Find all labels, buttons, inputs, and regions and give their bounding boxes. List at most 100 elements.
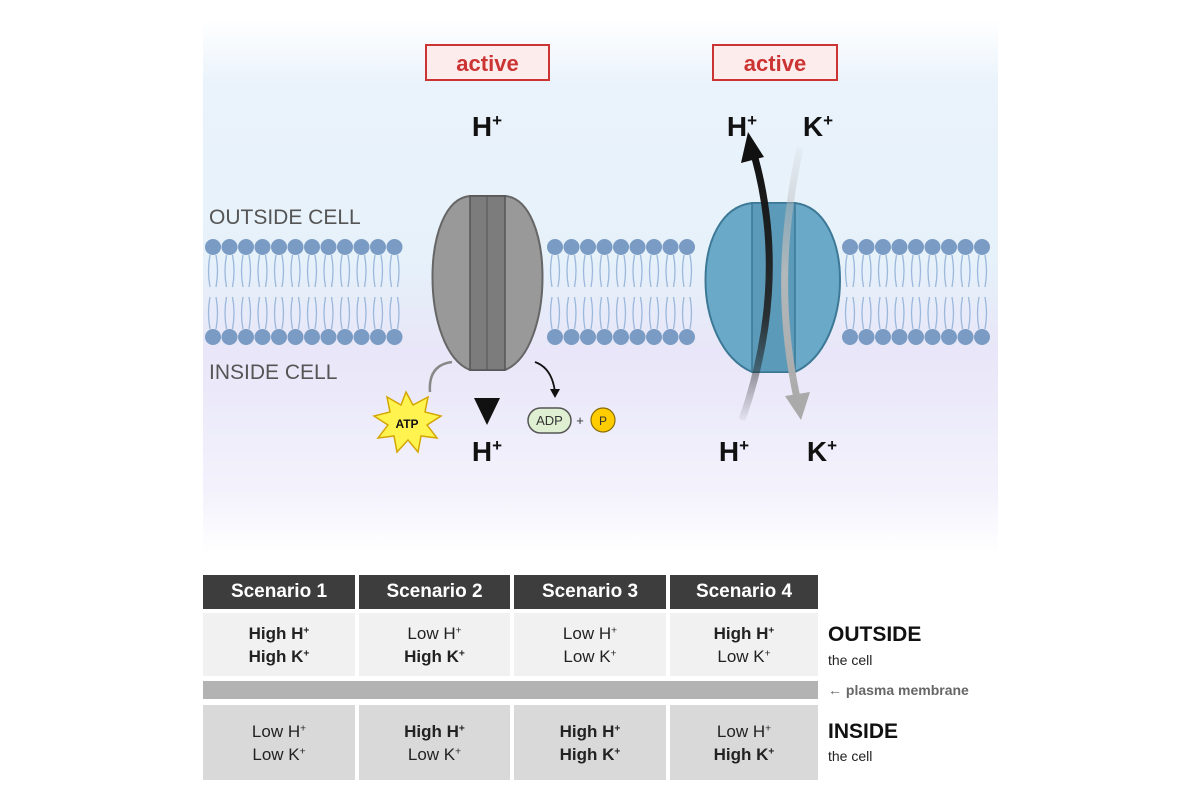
- inside-subheading: the cell: [828, 748, 873, 764]
- outside-subheading: the cell: [828, 652, 873, 668]
- lipid-head: [613, 239, 629, 255]
- lipid-tail: [656, 254, 660, 288]
- lipid-tail: [396, 254, 400, 288]
- lipid-tail: [573, 254, 577, 288]
- lipid-tail: [557, 254, 561, 288]
- inside-cell-1: Low H+ Low K+: [203, 705, 355, 780]
- lipid-tail: [648, 296, 652, 330]
- atp-burst: [372, 390, 443, 454]
- lipid-tail: [927, 254, 931, 288]
- lipid-tail: [615, 296, 619, 330]
- lipid-tail: [281, 254, 285, 288]
- lipid-tail: [910, 296, 914, 330]
- lipid-head: [875, 239, 891, 255]
- lipid-tail: [290, 296, 294, 330]
- lipid-tail: [901, 296, 905, 330]
- lipid-tail: [639, 254, 643, 288]
- lipid-tail: [240, 254, 244, 288]
- phosphate-circle: [590, 407, 616, 433]
- lipid-head: [924, 329, 941, 345]
- lipid-head: [547, 329, 563, 345]
- lipid-tail: [934, 296, 938, 330]
- lipid-head: [320, 239, 337, 255]
- lipid-tail: [689, 296, 693, 330]
- lipid-head: [858, 329, 875, 345]
- lipid-tail: [207, 296, 211, 330]
- lipid-tail: [656, 296, 660, 330]
- k-arrow-down-head: [785, 392, 810, 420]
- lipid-head: [875, 329, 891, 345]
- lipid-tail: [599, 254, 603, 288]
- lipid-head: [563, 329, 580, 345]
- lipid-tail: [967, 296, 971, 330]
- h-arrow-up-head: [741, 132, 764, 163]
- lipid-head: [287, 239, 304, 255]
- lipid-tail: [918, 254, 922, 288]
- plasma-membrane-bar: [203, 681, 818, 699]
- lipid-tail: [566, 254, 570, 288]
- lipid-head: [679, 329, 695, 345]
- h-arrow-up: [738, 157, 773, 422]
- lipid-head: [254, 329, 271, 345]
- lipid-head: [941, 329, 957, 345]
- lipid-tail: [339, 296, 343, 330]
- adp-pill: [527, 407, 572, 434]
- lipid-tail: [257, 296, 261, 330]
- lipid-tail: [984, 296, 988, 330]
- lipid-tail: [672, 254, 676, 288]
- lipid-head: [205, 329, 221, 345]
- lipid-tail: [648, 254, 652, 288]
- lipid-tail: [943, 296, 947, 330]
- lipid-head: [596, 329, 613, 345]
- lipid-tail: [363, 254, 367, 288]
- antiporter: [704, 202, 841, 373]
- lipid-tail: [389, 254, 393, 288]
- active-label-1: active: [456, 51, 518, 76]
- lipid-tail: [606, 296, 610, 330]
- lipid-tail: [314, 296, 318, 330]
- adp-curve: [534, 361, 556, 393]
- lipid-tail: [885, 296, 889, 330]
- outside-3-h: Low H+: [562, 623, 618, 643]
- lipid-head: [238, 329, 254, 345]
- lipid-tail: [943, 254, 947, 288]
- lipid-tail: [264, 254, 268, 288]
- inside-cell-label: INSIDE CELL: [209, 361, 337, 384]
- lipid-head: [646, 329, 662, 345]
- membrane-diagram: active active OUTSIDE CELL INSIDE CELL A…: [203, 20, 998, 555]
- lipid-head: [646, 239, 662, 255]
- inside-3-h: High H+: [559, 721, 621, 741]
- lipid-tail: [877, 296, 881, 330]
- k-arrow-down: [781, 147, 804, 399]
- lipid-head: [858, 239, 875, 255]
- active-box-2: [712, 44, 838, 81]
- lipid-head: [908, 239, 924, 255]
- lipid-tail: [599, 296, 603, 330]
- lipid-head: [891, 329, 908, 345]
- lipid-head: [353, 239, 370, 255]
- lipid-head: [547, 239, 563, 255]
- outside-cell-2: Low H+ High K+: [359, 613, 510, 676]
- lipid-tail: [372, 254, 376, 288]
- lipid-tail: [306, 254, 310, 288]
- lipid-tail: [347, 254, 351, 288]
- lipid-tail: [281, 296, 285, 330]
- lipid-tail: [273, 296, 277, 330]
- lipid-tail: [231, 296, 235, 330]
- pump-h-bottom: H+: [472, 436, 502, 467]
- inside-4-h: Low H+: [716, 721, 772, 741]
- lipid-tail: [347, 296, 351, 330]
- adp-plus: +: [576, 413, 584, 428]
- lipid-tail: [934, 254, 938, 288]
- lipid-head: [254, 239, 271, 255]
- lipid-head: [563, 239, 580, 255]
- lipid-tail: [976, 254, 980, 288]
- inside-cell-4: Low H+ High K+: [670, 705, 818, 780]
- lipid-tail: [967, 254, 971, 288]
- antiporter-k-top: K+: [803, 111, 833, 142]
- lipid-head: [662, 329, 679, 345]
- lipid-tail: [323, 254, 327, 288]
- lipid-head: [370, 239, 386, 255]
- lipid-head: [662, 239, 679, 255]
- lipid-head: [304, 239, 320, 255]
